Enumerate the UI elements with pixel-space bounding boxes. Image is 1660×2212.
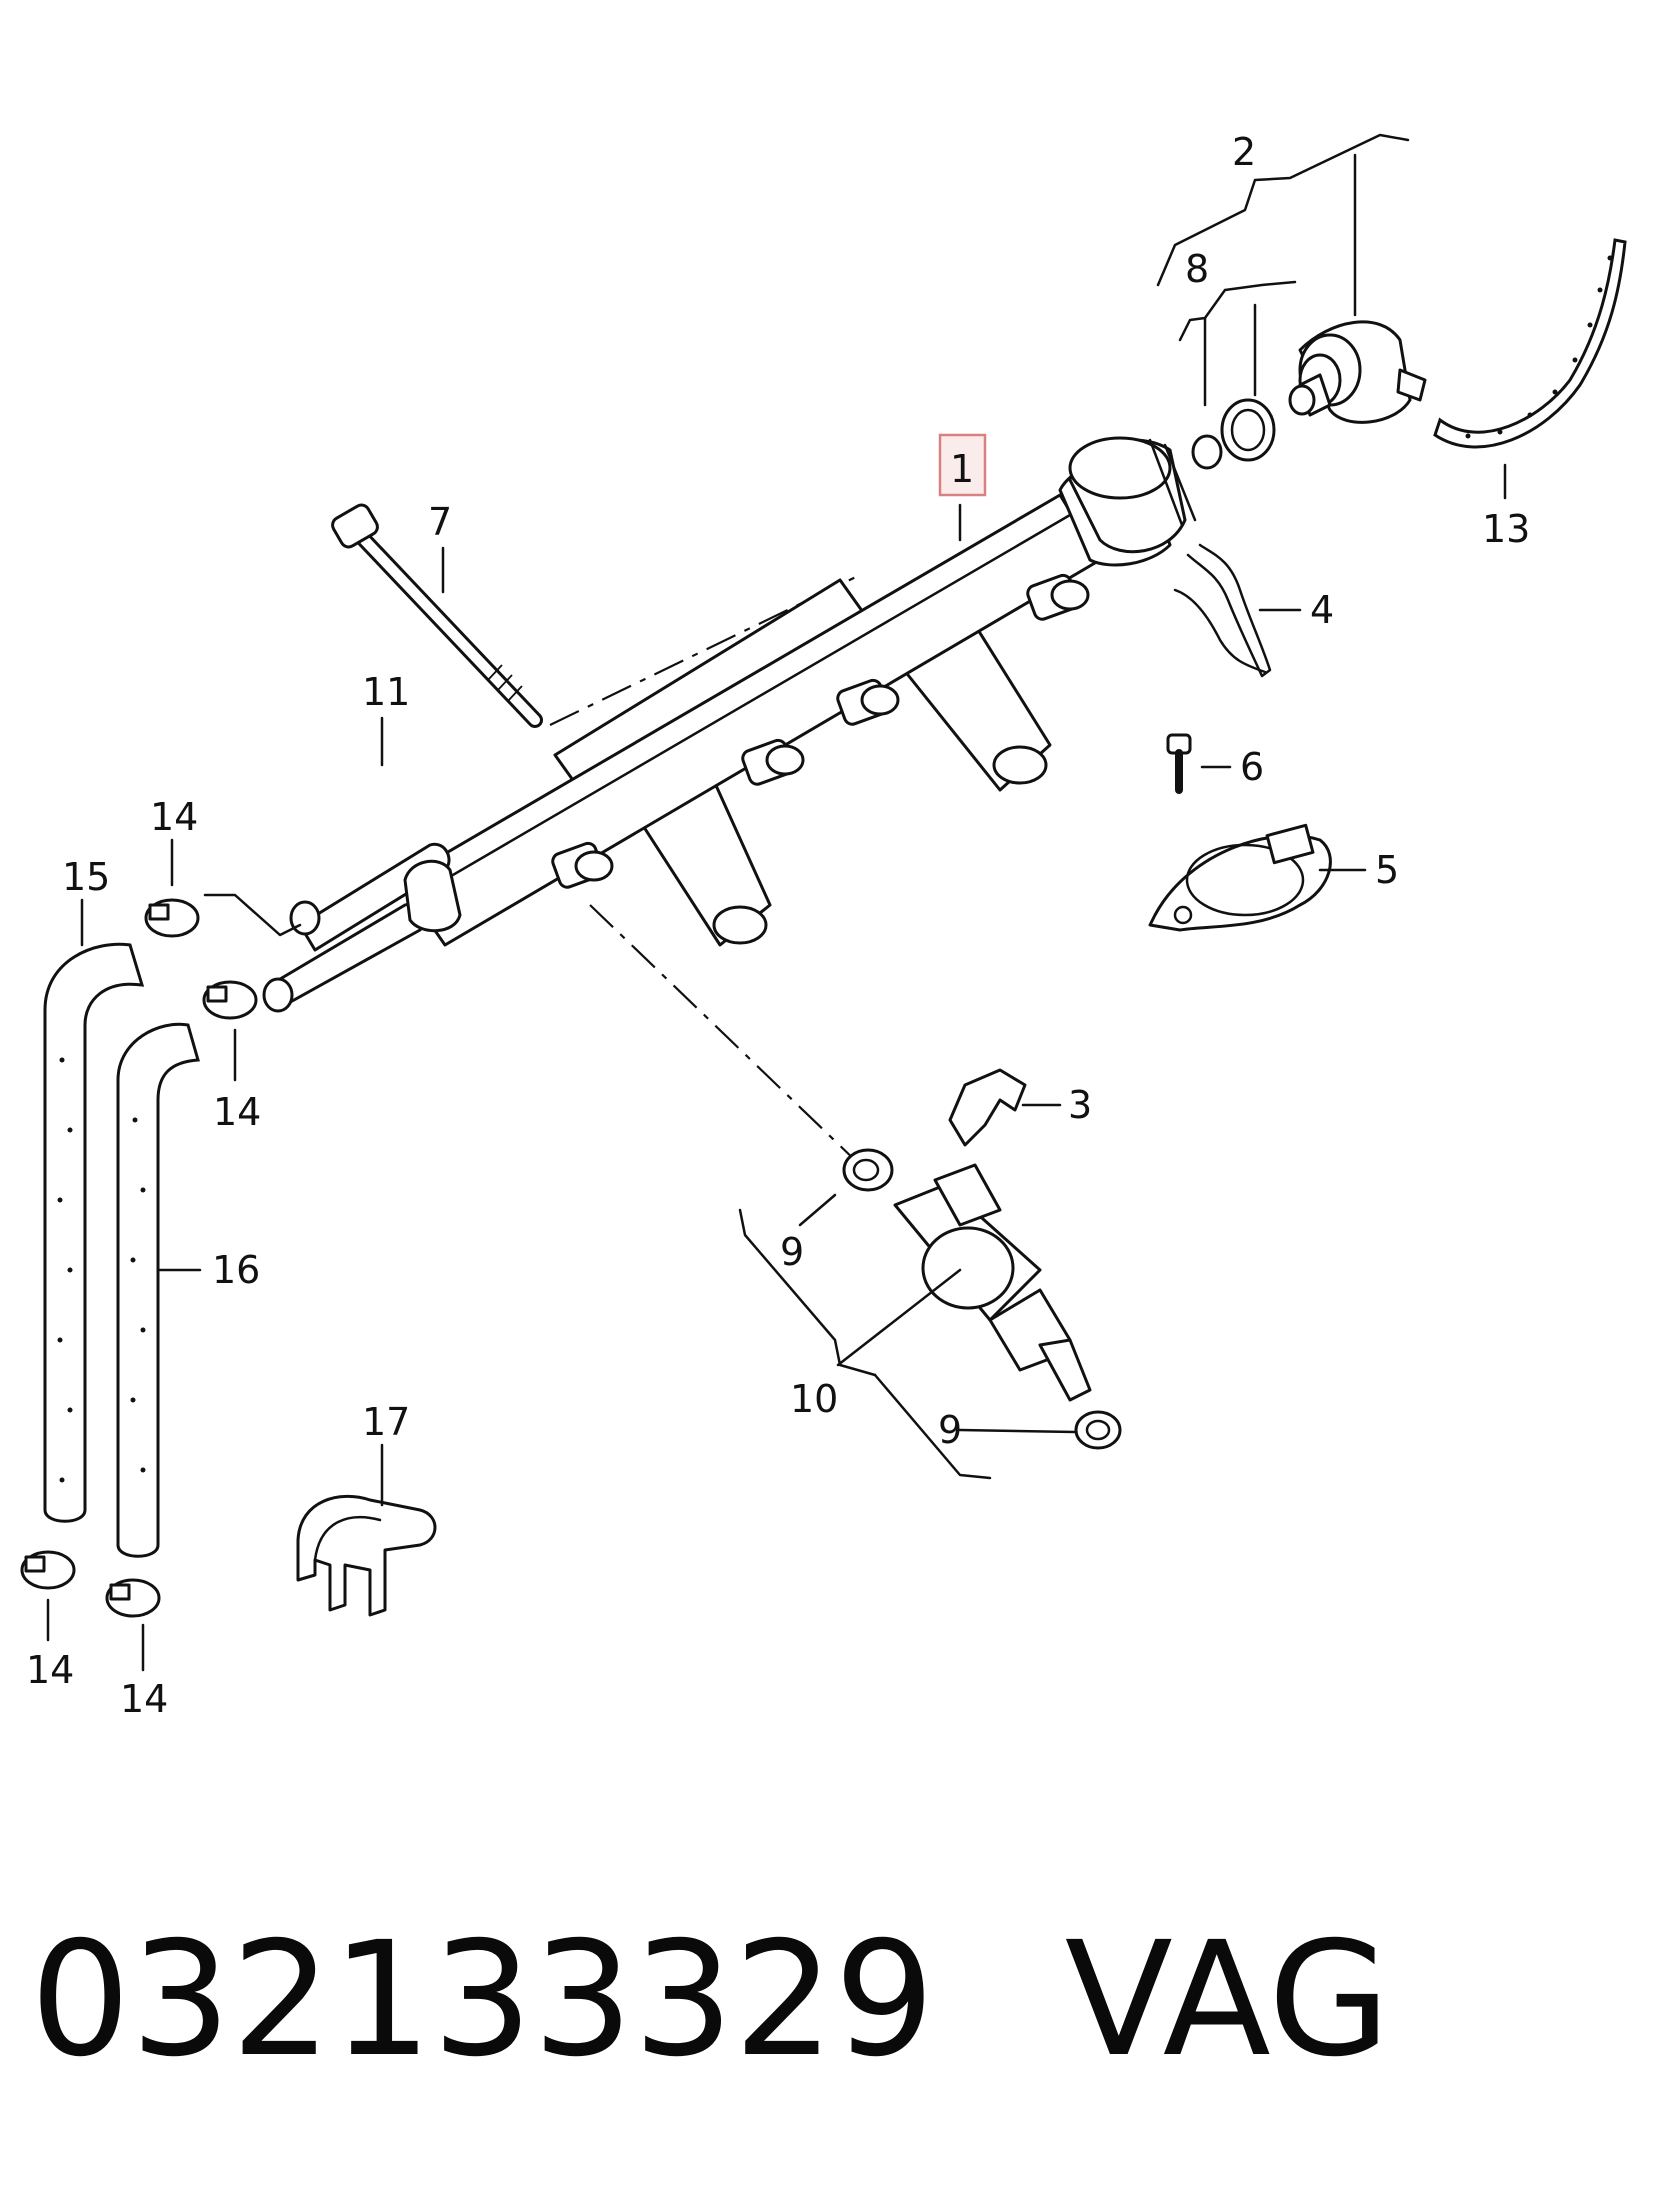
callout-9b: 9	[938, 1408, 962, 1452]
hose-clamps	[20, 898, 258, 1618]
o-rings	[1191, 398, 1276, 470]
vacuum-hose	[1433, 238, 1627, 449]
pressure-regulator	[1288, 320, 1427, 424]
callout-13: 13	[1482, 507, 1530, 551]
center-lines	[549, 574, 861, 1166]
callout-3: 3	[1068, 1083, 1092, 1127]
callout-11: 11	[362, 670, 410, 714]
bracket	[1148, 823, 1332, 932]
hose-holder	[296, 1494, 437, 1617]
injector-clip	[948, 1068, 1027, 1147]
leader-lines	[46, 133, 1507, 1672]
callout-14d: 14	[120, 1677, 168, 1721]
injector	[893, 1163, 1092, 1402]
callout-14a: 14	[150, 795, 198, 839]
fuel-rail	[262, 436, 1197, 1013]
callout-2: 2	[1232, 130, 1256, 174]
callout-14c: 14	[26, 1648, 74, 1692]
callout-6: 6	[1240, 745, 1264, 789]
fuel-hose-16	[116, 1022, 200, 1558]
brand-name: VAG	[1064, 1908, 1391, 2092]
retaining-clip	[1173, 543, 1272, 678]
callout-17: 17	[362, 1400, 410, 1444]
seal-rings	[842, 1148, 1122, 1450]
part-caption: 032133329 VAG	[30, 1900, 1630, 2100]
callout-9a: 9	[780, 1230, 804, 1274]
fuel-hose-15	[43, 942, 145, 1523]
callout-1: 1	[950, 447, 974, 491]
callout-16: 16	[212, 1248, 260, 1292]
callout-7: 7	[428, 500, 452, 544]
bolt	[331, 503, 543, 728]
screw	[1166, 733, 1192, 794]
part-number: 032133329	[30, 1908, 935, 2092]
callout-15: 15	[62, 855, 110, 899]
callout-10: 10	[790, 1377, 838, 1421]
callout-4: 4	[1310, 588, 1334, 632]
callout-1-highlight	[938, 433, 987, 497]
callout-14b: 14	[213, 1090, 261, 1134]
callout-5: 5	[1375, 848, 1399, 892]
callout-labels: 1 2 3 4 5 6 7 8 9 9 10 11 13 14 14 14 14…	[26, 130, 1530, 1721]
callout-8: 8	[1185, 247, 1209, 291]
